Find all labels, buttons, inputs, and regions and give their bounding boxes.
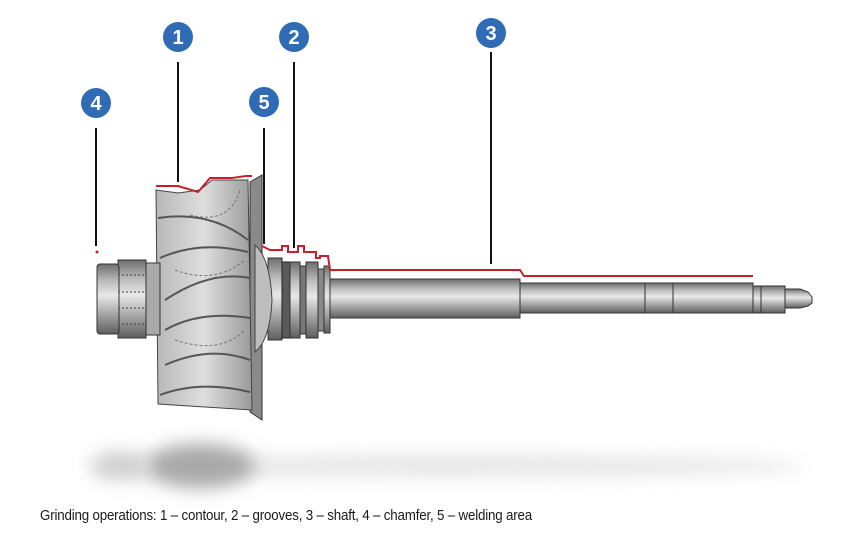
callout-2: 2 xyxy=(279,22,309,52)
contour-line xyxy=(156,175,252,194)
badge-number-1: 1 xyxy=(172,27,183,49)
compressor-wheel xyxy=(96,174,273,421)
badge-2 xyxy=(279,22,309,52)
callout-3: 3 xyxy=(476,18,506,48)
badge-number-5: 5 xyxy=(258,92,269,114)
callout-1: 1 xyxy=(163,22,193,52)
grinding-lines xyxy=(95,175,753,277)
rotor-shadow xyxy=(90,444,805,488)
badge-3 xyxy=(476,18,506,48)
groove-line xyxy=(261,245,753,277)
chamfer-mark xyxy=(95,250,99,254)
badge-5 xyxy=(249,87,279,117)
badge-4 xyxy=(81,88,111,118)
figure-caption: Grinding operations: 1 – contour, 2 – gr… xyxy=(40,508,532,524)
groove-section xyxy=(267,257,331,341)
badge-number-3: 3 xyxy=(485,23,496,45)
leader-lines xyxy=(95,52,492,264)
rotor-shaft xyxy=(325,278,813,319)
badge-number-4: 4 xyxy=(90,93,102,115)
callout-4: 4 xyxy=(81,88,111,118)
badge-1 xyxy=(163,22,193,52)
badge-number-2: 2 xyxy=(288,27,299,49)
callout-5: 5 xyxy=(249,87,279,117)
